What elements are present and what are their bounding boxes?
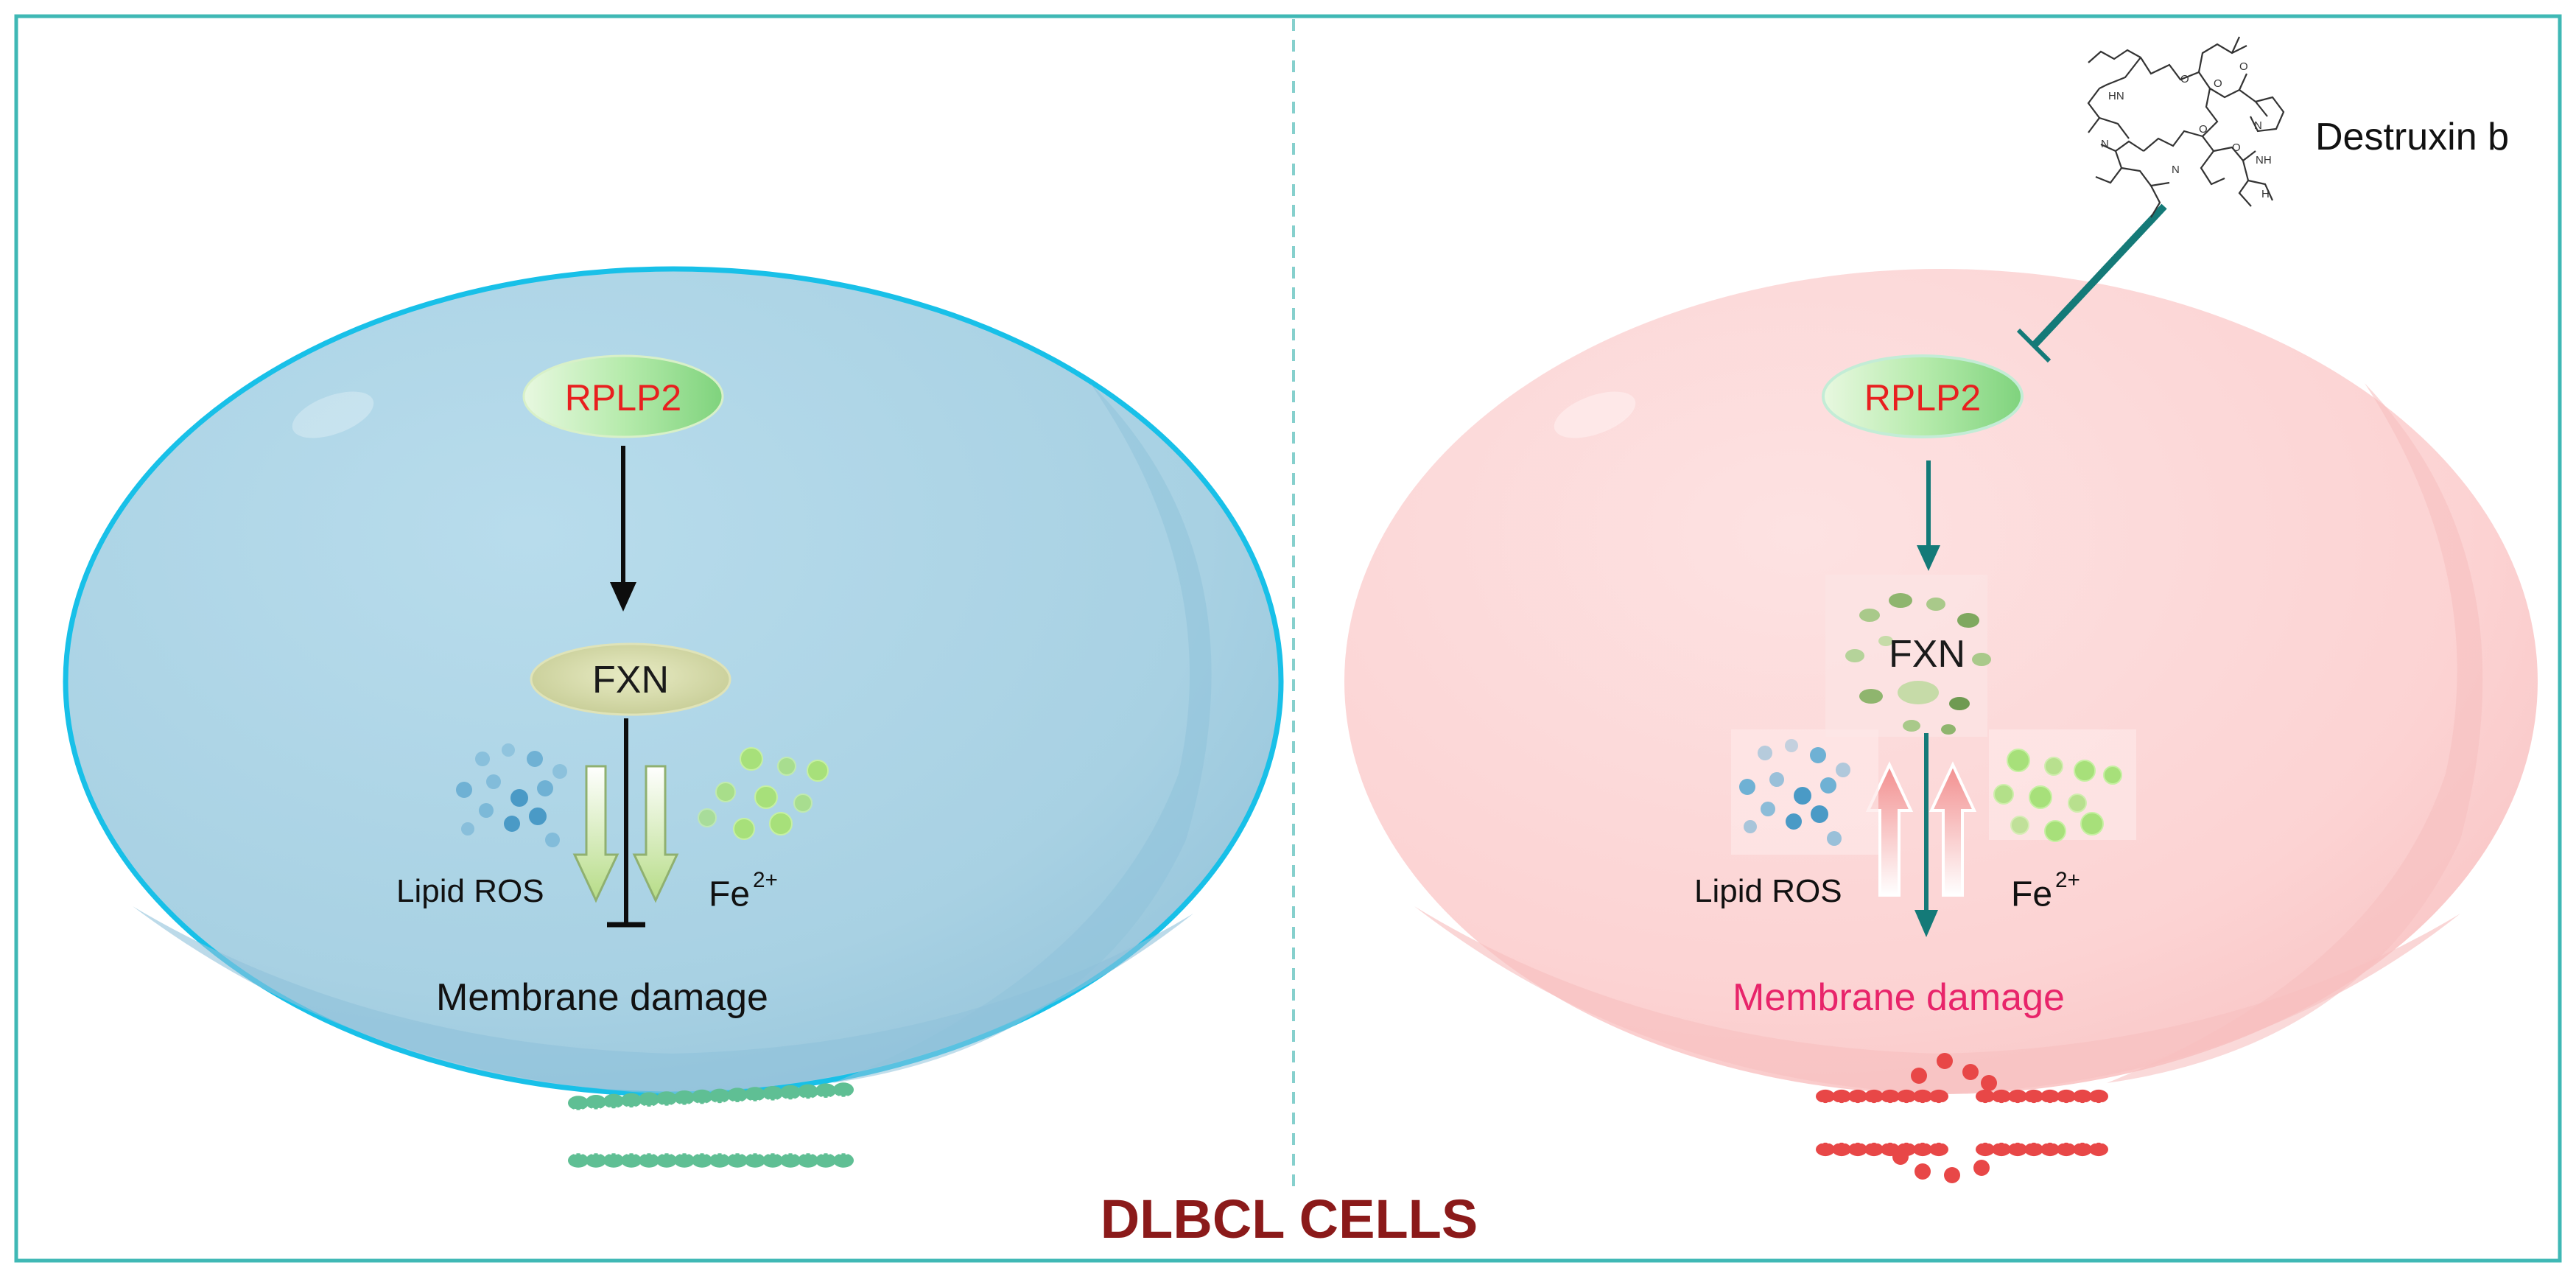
right-rplp2-node bbox=[1822, 354, 2024, 438]
svg-text:O: O bbox=[2232, 141, 2241, 154]
right-damage-arrowhead bbox=[1915, 910, 1938, 937]
left-lipid-ros-dots bbox=[456, 743, 567, 847]
svg-text:N: N bbox=[2172, 164, 2180, 176]
destruxin-b-atoms: HN O O O N O N NH N O H bbox=[2101, 60, 2272, 200]
left-iron-charge: 2+ bbox=[753, 868, 778, 892]
left-iron-symbol: Fe bbox=[709, 875, 751, 914]
right-iron-up-arrow bbox=[1929, 761, 1977, 897]
right-lipid-ros-label: Lipid ROS bbox=[1694, 873, 1842, 909]
drug-inhibition-bar bbox=[2016, 328, 2052, 363]
left-intact-membrane bbox=[568, 1082, 854, 1168]
destruxin-b-structure bbox=[2087, 36, 2285, 218]
left-rplp2-label: RPLP2 bbox=[564, 377, 682, 418]
right-fxn-fragments bbox=[1825, 575, 1991, 737]
svg-text:O: O bbox=[2199, 123, 2208, 136]
right-damaged-membrane bbox=[1816, 1053, 2108, 1183]
figure-caption: DLBCL CELLS bbox=[1100, 1188, 1478, 1250]
svg-text:N: N bbox=[2101, 138, 2109, 150]
left-activation-arrowhead bbox=[610, 582, 636, 612]
right-iron-symbol: Fe bbox=[2011, 875, 2053, 914]
left-fxn-label: FXN bbox=[592, 659, 669, 701]
left-rplp2-node bbox=[522, 354, 724, 438]
svg-text:O: O bbox=[2180, 73, 2189, 85]
svg-text:O: O bbox=[2214, 77, 2222, 90]
left-iron-down-arrow bbox=[632, 765, 679, 903]
drug-label: Destruxin b bbox=[2315, 116, 2509, 158]
right-fxn-label: FXN bbox=[1889, 633, 1965, 676]
right-membrane-damage-label: Membrane damage bbox=[1733, 976, 2065, 1019]
drug-inhibition-line bbox=[2030, 203, 2167, 349]
svg-text:HN: HN bbox=[2108, 90, 2124, 102]
svg-text:H: H bbox=[2261, 188, 2270, 200]
svg-text:NH: NH bbox=[2256, 154, 2272, 167]
left-ros-down-arrow bbox=[572, 765, 620, 903]
svg-text:O: O bbox=[2239, 60, 2248, 73]
right-iron-charge: 2+ bbox=[2055, 868, 2080, 892]
left-lipid-ros-label: Lipid ROS bbox=[396, 873, 544, 909]
svg-text:N: N bbox=[2254, 119, 2262, 132]
right-rplp2-label: RPLP2 bbox=[1864, 377, 1982, 418]
right-iron-particles bbox=[1989, 729, 2136, 842]
left-membrane-damage-label: Membrane damage bbox=[436, 976, 768, 1019]
right-lipid-ros-dots bbox=[1731, 729, 1878, 855]
left-fxn-node bbox=[530, 642, 731, 716]
left-iron-particles bbox=[698, 747, 829, 840]
right-activation-arrowhead bbox=[1917, 545, 1940, 571]
